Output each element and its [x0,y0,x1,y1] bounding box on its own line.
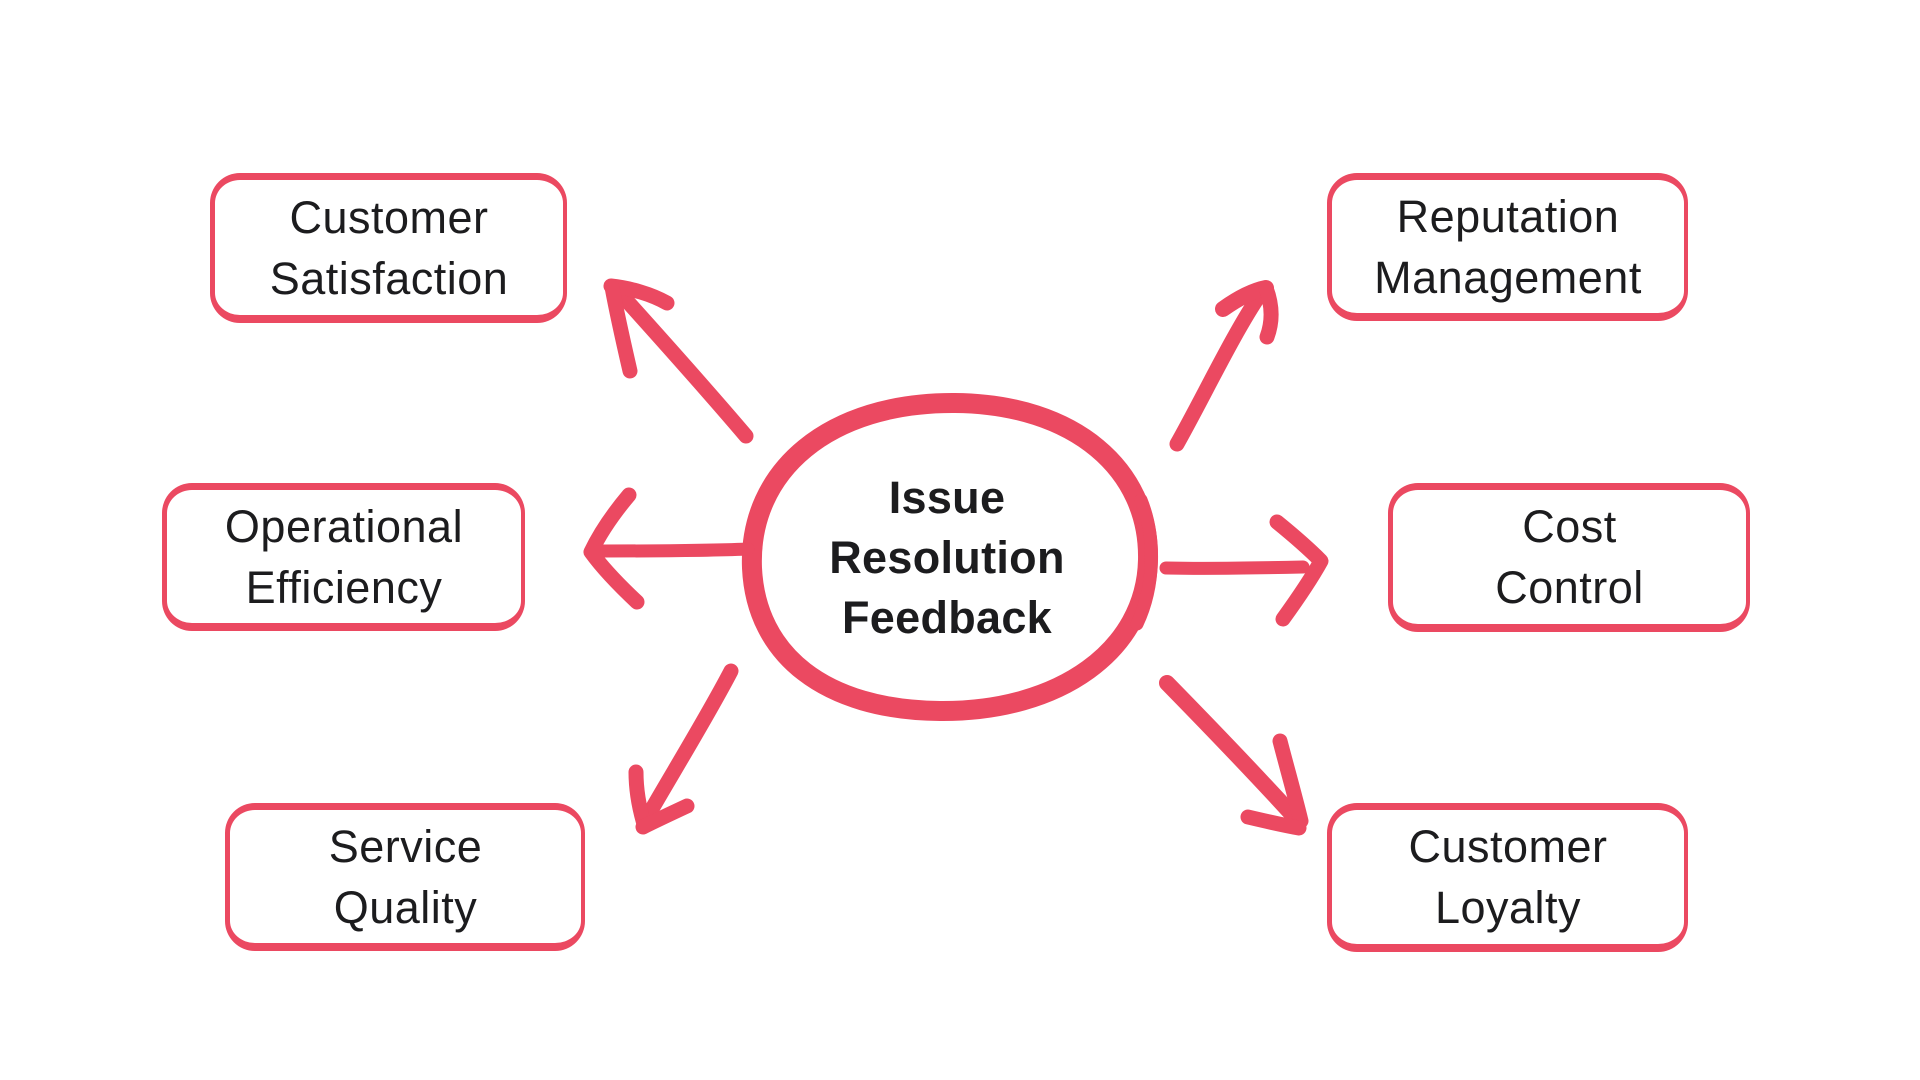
node-label: Customer Loyalty [1408,816,1607,938]
node-label-line: Service [328,820,483,872]
node-label-line: Customer [289,191,489,243]
arrow-reputation-management [1169,280,1279,452]
arrow-customer-satisfaction [603,278,754,444]
node-service-quality: Service Quality [225,803,585,951]
node-label-line: Control [1495,562,1644,613]
node-label-line: Cost [1522,501,1617,552]
node-label-line: Quality [333,881,478,933]
node-cost-control: Cost Control [1388,483,1750,632]
node-customer-loyalty: Customer Loyalty [1327,803,1688,952]
center-label-line: Issue [888,472,1006,523]
node-label-line: Customer [1408,821,1608,872]
node-label-line: Loyalty [1434,882,1582,933]
node-label: Operational Efficiency [225,496,463,618]
node-label: Customer Satisfaction [270,187,509,309]
center-node-label: Issue Resolution Feedback [782,468,1112,648]
node-operational-efficiency: Operational Efficiency [162,483,525,631]
arrow-customer-loyalty [1159,675,1309,836]
node-label-line: Reputation [1396,190,1620,242]
center-label-line: Resolution [829,532,1065,583]
node-label: Reputation Management [1374,186,1642,308]
arrow-service-quality [628,663,739,835]
arrow-cost-control [1159,514,1329,627]
arrow-operational-efficiency [583,487,755,610]
node-customer-satisfaction: Customer Satisfaction [210,173,567,323]
node-label: Cost Control [1495,496,1644,618]
center-label-line: Feedback [842,592,1052,643]
center-circle [741,392,1159,722]
node-label-line: Operational [224,500,464,552]
node-label: Service Quality [329,816,483,938]
node-label-line: Management [1374,251,1642,303]
node-label-line: Satisfaction [269,252,509,304]
node-reputation-management: Reputation Management [1327,173,1688,321]
node-label-line: Efficiency [245,561,443,613]
